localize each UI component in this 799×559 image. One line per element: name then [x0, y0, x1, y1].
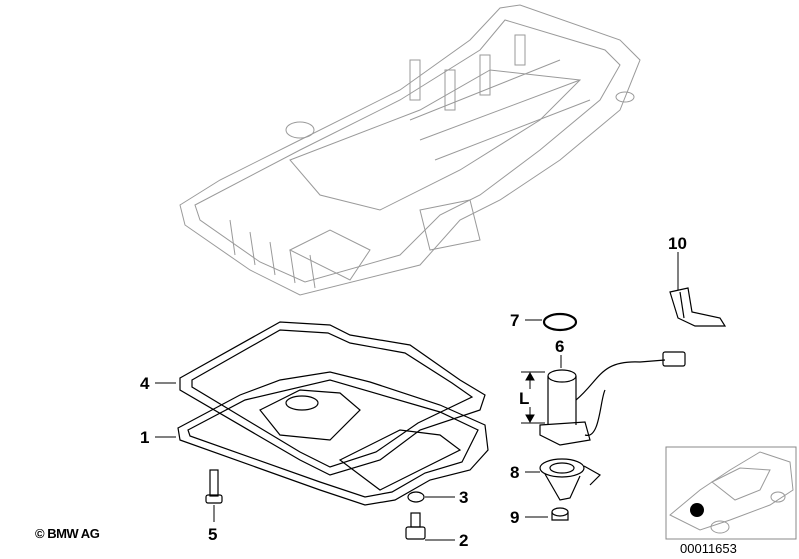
upper-oil-pan-drawing [179, 4, 641, 296]
copyright-text: © BMW AG [35, 526, 100, 541]
washer-drawing [407, 491, 425, 503]
leader-lines [155, 252, 679, 541]
callout-2: 2 [459, 531, 468, 550]
drain-plug-drawing [405, 512, 426, 540]
location-marker-icon [690, 503, 704, 517]
bracket-drawing [669, 287, 727, 327]
callout-4: 4 [140, 374, 150, 393]
callout-5: 5 [208, 525, 217, 544]
callout-9: 9 [510, 508, 519, 527]
callout-10: 10 [668, 234, 687, 253]
callout-6: 6 [555, 337, 564, 356]
o-ring-drawing [542, 312, 578, 332]
callout-7: 7 [510, 311, 519, 330]
image-number: 00011653 [680, 541, 737, 556]
callout-3: 3 [459, 488, 468, 507]
grommet-drawing [551, 507, 569, 521]
callout-1: 1 [140, 428, 149, 447]
sensor-holder-drawing [539, 458, 601, 501]
bolt-drawing [205, 469, 223, 504]
lower-oil-pan-drawing [177, 371, 489, 506]
callout-8: 8 [510, 463, 519, 482]
gasket-drawing [179, 321, 486, 476]
dimension-label-l: L [519, 389, 529, 408]
oil-level-sensor-drawing [539, 351, 686, 446]
vehicle-location-thumbnail [665, 446, 797, 540]
